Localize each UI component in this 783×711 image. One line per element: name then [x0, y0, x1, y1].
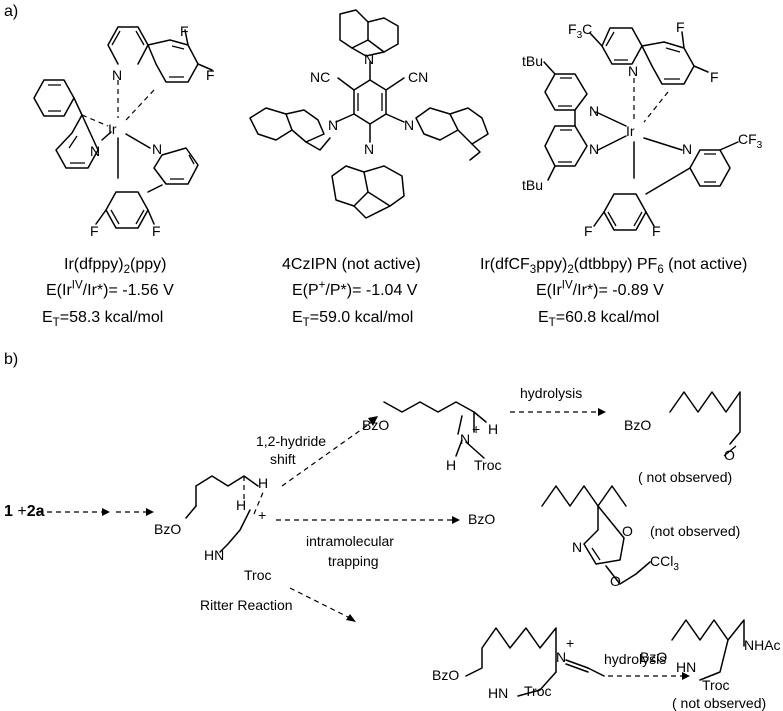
- atom-n: N: [90, 143, 101, 159]
- starting-materials: 1 +2a: [4, 503, 45, 520]
- structure-carbocation: [185, 475, 265, 553]
- atom-n: N: [328, 117, 339, 133]
- atom-h: H: [446, 457, 457, 473]
- atom-f: F: [152, 223, 161, 239]
- label-ritter-reaction: Ritter Reaction: [200, 597, 293, 613]
- arrow-ritter: [289, 587, 356, 622]
- atom-n: N: [589, 141, 600, 157]
- atom-hn: HN: [488, 685, 509, 701]
- atom-o: O: [610, 573, 621, 589]
- arrow-start: [38, 508, 154, 516]
- panel-a-label: a): [4, 3, 19, 20]
- atom-n: N: [682, 141, 693, 157]
- atom-nhac: NHAc: [744, 637, 781, 653]
- atom-bzo: BzO: [154, 521, 182, 537]
- atom-troc: Troc: [524, 683, 552, 699]
- atom-f: F: [676, 19, 685, 35]
- catalyst-3-potential: E(IrIV/Ir*)= -0.89 V: [536, 279, 664, 299]
- structure-iminium: [383, 401, 487, 459]
- not-observed-oxazoline: (not observed): [650, 523, 741, 539]
- panel-b-label: b): [4, 351, 19, 368]
- atom-nc: NC: [310, 69, 331, 85]
- catalyst-2-potential: E(P+/P*)= -1.04 V: [292, 279, 418, 299]
- arrow-hydrolysis-bottom: [608, 672, 690, 680]
- structure-ir-dfppy-ppy: [33, 26, 213, 229]
- label-hydride-shift: 1,2-hydride: [256, 433, 327, 449]
- structure-aldehyde: [669, 391, 741, 457]
- catalyst-3-triplet-energy: ET=60.8 kcal/mol: [538, 309, 660, 330]
- atom-cn: CN: [408, 69, 429, 85]
- atom-n: N: [404, 117, 415, 133]
- atom-troc: Troc: [244, 567, 272, 583]
- catalyst-2-name: 4CzIPN (not active): [282, 256, 421, 273]
- cation-charge: +: [258, 507, 267, 523]
- atom-h: H: [236, 497, 247, 513]
- arrow-hydrolysis-top: [510, 408, 606, 416]
- atom-o: O: [724, 447, 735, 463]
- atom-bzo: BzO: [468, 511, 496, 527]
- structure-4czipn: [249, 9, 489, 219]
- atom-o: O: [622, 523, 633, 539]
- iminium-charge: +: [472, 421, 481, 437]
- atom-f: F: [206, 67, 215, 83]
- atom-f: F: [180, 23, 189, 39]
- atom-n: N: [152, 141, 163, 157]
- atom-n: N: [364, 141, 375, 157]
- not-observed-aldehyde: ( not observed): [638, 469, 733, 485]
- atom-n: N: [556, 649, 567, 665]
- atom-h: H: [488, 421, 499, 437]
- not-observed-amide: ( not observed): [672, 695, 767, 711]
- atom-ccl3: CCl3: [650, 553, 679, 573]
- nitrilium-charge: +: [566, 635, 575, 651]
- atom-n: N: [460, 431, 471, 447]
- atom-n: N: [364, 51, 375, 67]
- catalyst-1-triplet-energy: ET=58.3 kcal/mol: [42, 309, 164, 330]
- catalyst-2-triplet-energy: ET=59.0 kcal/mol: [292, 309, 414, 330]
- atom-troc: Troc: [702, 677, 730, 693]
- atom-n: N: [572, 539, 583, 555]
- atom-bzo: BzO: [432, 667, 460, 683]
- atom-bzo: BzO: [362, 417, 390, 433]
- atom-hn: HN: [676, 659, 697, 675]
- arrow-trapping: [276, 516, 460, 524]
- atom-ir: Ir: [108, 121, 117, 137]
- atom-n: N: [628, 63, 639, 79]
- atom-f: F: [90, 223, 99, 239]
- label-trapping: trapping: [328, 553, 379, 569]
- structure-nitrilium: [465, 627, 605, 697]
- atom-tbu: tBu: [522, 53, 544, 69]
- atom-f: F: [710, 69, 719, 85]
- atom-bzo: BzO: [640, 649, 668, 665]
- label-hydrolysis: hydrolysis: [520, 385, 583, 401]
- label-intramolecular: intramolecular: [306, 533, 394, 549]
- label-hydrolysis: hydrolysis: [604, 651, 667, 667]
- catalyst-1-name: Ir(dfppy)2(ppy): [64, 256, 167, 277]
- structure-oxazoline: [541, 485, 651, 585]
- atom-n: N: [112, 67, 123, 83]
- catalyst-3-name: Ir(dfCF3ppy)2(dtbbpy) PF6 (not active): [480, 256, 748, 277]
- arrow-hydride-shift: [281, 416, 378, 487]
- atom-cf3: CF3: [738, 131, 763, 151]
- atom-f: F: [584, 223, 593, 239]
- atom-ir: Ir: [626, 123, 635, 139]
- atom-bzo: BzO: [624, 417, 652, 433]
- atom-troc: Troc: [474, 457, 502, 473]
- label-hydride-shift-2: shift: [270, 451, 296, 467]
- atom-hn: HN: [204, 547, 225, 563]
- atom-tbu: tBu: [522, 177, 544, 193]
- atom-h: H: [258, 475, 269, 491]
- catalyst-1-potential: E(IrIV/Ir*)= -1.56 V: [46, 279, 174, 299]
- structure-amide: [671, 619, 745, 681]
- atom-f3c: F3C: [568, 21, 593, 41]
- structure-ir-dfcf3ppy-dtbbpy: [543, 27, 739, 231]
- atom-n: N: [589, 103, 600, 119]
- atom-f: F: [652, 223, 661, 239]
